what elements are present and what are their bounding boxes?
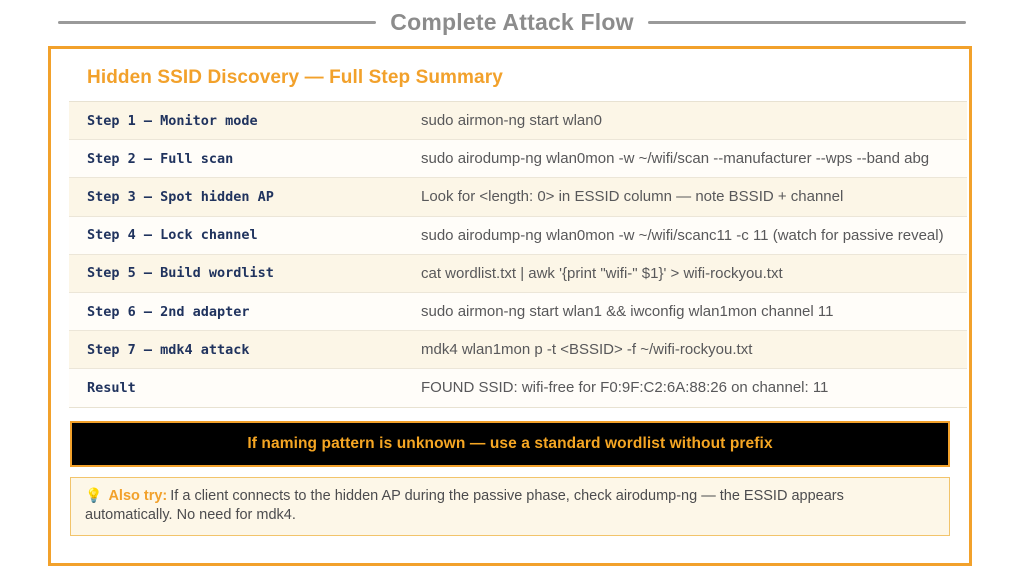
callout-banner: If naming pattern is unknown — use a sta…: [70, 420, 950, 467]
table-row: Step 3 — Spot hidden AP Look for <length…: [69, 177, 967, 217]
lightbulb-icon: 💡: [85, 486, 103, 503]
step-command: sudo airmon-ng start wlan0: [421, 112, 602, 129]
table-row: Step 6 — 2nd adapter sudo airmon-ng star…: [69, 292, 967, 331]
step-command: sudo airodump-ng wlan0mon -w ~/wifi/scan…: [421, 150, 930, 168]
summary-card: Hidden SSID Discovery — Full Step Summar…: [48, 46, 972, 566]
step-label: Step 4 — Lock channel: [87, 227, 258, 244]
step-command: sudo airmon-ng start wlan1 && iwconfig w…: [421, 302, 834, 320]
step-label: Step 7 — mdk4 attack: [87, 341, 250, 358]
tip-box: 💡 Also try:If a client connects to the hi…: [70, 476, 950, 536]
page-title: Complete Attack Flow: [390, 8, 634, 35]
card-title: Hidden SSID Discovery — Full Step Summar…: [87, 67, 503, 88]
table-row: Step 7 — mdk4 attack mdk4 wlan1mon p -t …: [69, 330, 967, 369]
step-label: Step 5 — Build wordlist: [87, 265, 274, 282]
step-command: Look for <length: 0> in ESSID column — n…: [421, 188, 844, 206]
callout-text: If naming pattern is unknown — use a sta…: [247, 434, 773, 452]
step-label: Step 6 — 2nd adapter: [87, 303, 250, 320]
step-label: Result: [87, 379, 136, 396]
step-command: mdk4 wlan1mon p -t <BSSID> -f ~/wifi-roc…: [421, 341, 753, 359]
table-row: Step 4 — Lock channel sudo airodump-ng w…: [69, 216, 967, 255]
header-rule-right: [647, 20, 966, 24]
steps-table: Step 1 — Monitor mode sudo airmon-ng sta…: [69, 101, 967, 408]
step-command: FOUND SSID: wifi-free for F0:9F:C2:6A:88…: [421, 379, 829, 397]
step-label: Step 1 — Monitor mode: [87, 112, 258, 129]
tip-lead-label: Also try:: [108, 487, 168, 504]
step-label: Step 2 — Full scan: [87, 150, 234, 167]
header-rule-left: [58, 20, 377, 24]
table-row: Step 5 — Build wordlist cat wordlist.txt…: [69, 254, 967, 293]
step-command: cat wordlist.txt | awk '{print "wifi-" $…: [421, 264, 783, 282]
slide-header: Complete Attack Flow: [0, 0, 1024, 44]
step-label: Step 3 — Spot hidden AP: [87, 188, 274, 205]
steps-table-body: Step 1 — Monitor mode sudo airmon-ng sta…: [69, 101, 967, 407]
tip-body-text: If a client connects to the hidden AP du…: [85, 487, 844, 524]
table-row: Result FOUND SSID: wifi-free for F0:9F:C…: [69, 368, 967, 407]
table-row: Step 2 — Full scan sudo airodump-ng wlan…: [69, 139, 967, 178]
table-row: Step 1 — Monitor mode sudo airmon-ng sta…: [69, 101, 967, 140]
step-command: sudo airodump-ng wlan0mon -w ~/wifi/scan…: [421, 226, 944, 244]
